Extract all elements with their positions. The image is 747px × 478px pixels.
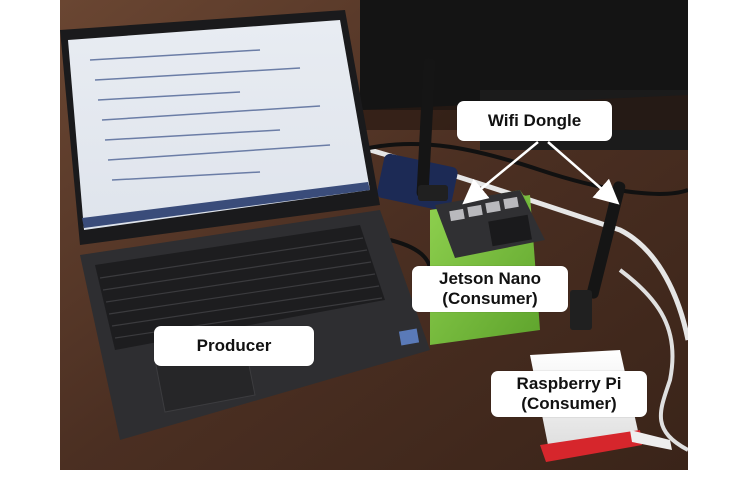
label-jetson-nano: Jetson Nano (Consumer): [412, 266, 568, 312]
label-producer: Producer: [154, 326, 314, 366]
screen-code-lines: [89, 49, 331, 181]
laptop-screen: [68, 20, 370, 230]
laptop-sticker: [398, 328, 420, 346]
antenna-1-base: [418, 185, 448, 201]
label-jetson-line2: (Consumer): [442, 289, 538, 308]
label-rpi-line1: Raspberry Pi: [516, 374, 622, 393]
cable-white-2: [618, 268, 688, 452]
label-jetson-line1: Jetson Nano: [438, 269, 542, 288]
antenna-2: [586, 181, 626, 299]
keyboard-keys: [99, 237, 383, 339]
rpi-case-red: [540, 430, 642, 462]
cable-black: [359, 141, 688, 196]
label-wifi-dongle: Wifi Dongle: [457, 101, 612, 141]
label-raspberry-pi: Raspberry Pi (Consumer): [491, 371, 647, 417]
laptop-keyboard: [95, 225, 385, 350]
antenna-1: [416, 58, 436, 198]
screen-taskbar: [82, 182, 370, 228]
label-producer-text: Producer: [196, 336, 272, 355]
photo-illustration: [60, 0, 688, 470]
setup-photo: [60, 0, 688, 470]
arrow-to-antenna-2: [547, 141, 620, 205]
label-wifi-dongle-text: Wifi Dongle: [487, 111, 582, 130]
antenna-2-base: [570, 290, 592, 330]
label-rpi-line2: (Consumer): [521, 394, 617, 413]
jetson-ports: [449, 196, 519, 222]
arrow-to-antenna-1: [462, 141, 539, 205]
rpi-cable-end: [630, 430, 672, 450]
jetson-heatsink: [488, 214, 532, 247]
